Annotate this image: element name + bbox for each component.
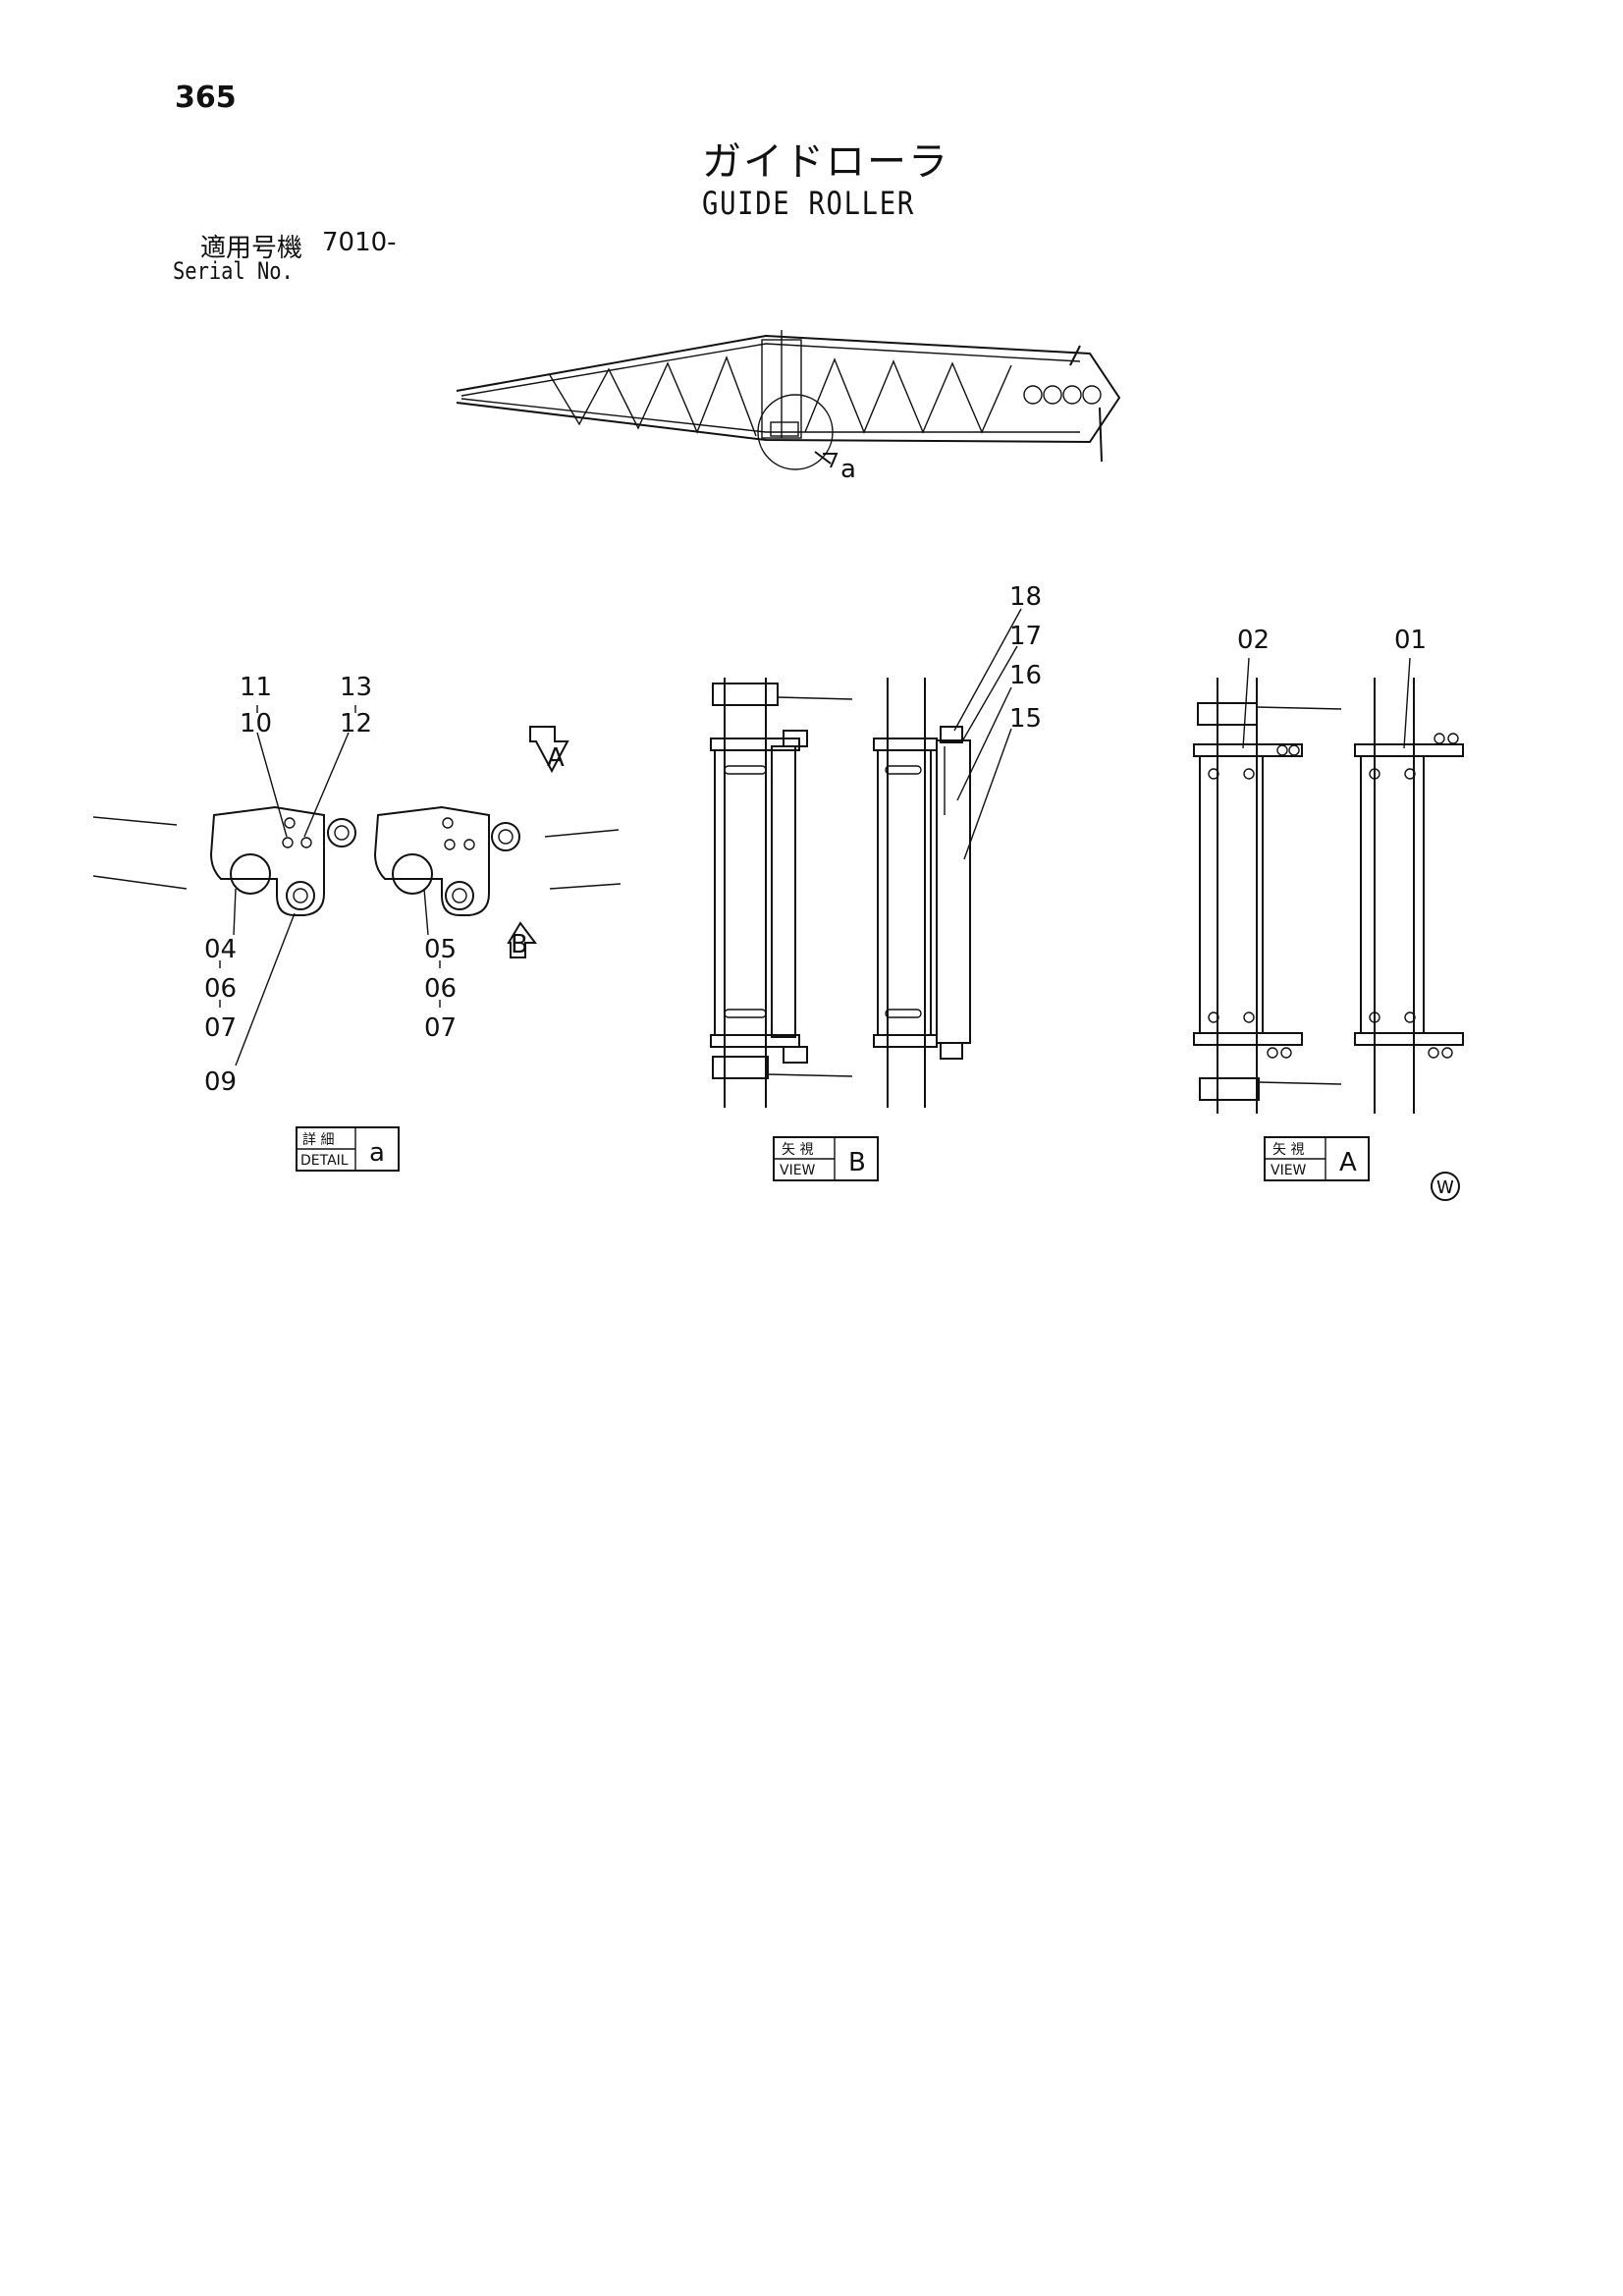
caption-view-b-en: VIEW xyxy=(780,1163,816,1178)
detail-a-drawing xyxy=(92,705,622,1066)
part-label-06-a: 06 xyxy=(204,974,237,1004)
view-a-drawing xyxy=(1193,657,1464,1114)
serial-value: 7010- xyxy=(322,228,397,257)
view-marker-a: A xyxy=(547,743,565,773)
serial-label-jp: 適用号機 xyxy=(200,234,303,263)
part-label-04: 04 xyxy=(204,935,237,964)
page-title-jp: ガイドローラ xyxy=(702,139,949,185)
caption-view-a: 矢 視 VIEW A xyxy=(1264,1136,1370,1181)
view-b-drawing xyxy=(710,608,1022,1108)
page-title-en: GUIDE ROLLER xyxy=(702,185,915,222)
part-label-17: 17 xyxy=(1009,622,1042,651)
part-label-12: 12 xyxy=(340,709,372,738)
caption-detail-a: 詳 細 DETAIL a xyxy=(296,1126,400,1172)
part-label-01: 01 xyxy=(1394,626,1427,655)
view-marker-b: B xyxy=(511,930,528,959)
caption-view-a-jp: 矢 視 xyxy=(1272,1142,1304,1158)
caption-view-a-en: VIEW xyxy=(1271,1163,1307,1178)
part-label-07-b: 07 xyxy=(424,1013,457,1043)
caption-detail-jp: 詳 細 xyxy=(302,1132,334,1148)
corner-mark: W xyxy=(1436,1177,1454,1198)
part-label-16: 16 xyxy=(1009,661,1042,690)
part-label-18: 18 xyxy=(1009,582,1042,612)
part-label-06-b: 06 xyxy=(424,974,457,1004)
page-number: 365 xyxy=(175,81,237,115)
corner-mark-circle xyxy=(1431,1172,1460,1201)
caption-view-b-letter: B xyxy=(848,1148,866,1177)
caption-view-b: 矢 視 VIEW B xyxy=(773,1136,879,1181)
caption-view-a-letter: A xyxy=(1339,1148,1357,1177)
part-label-10: 10 xyxy=(240,709,272,738)
part-label-11: 11 xyxy=(240,673,272,702)
caption-detail-letter: a xyxy=(369,1138,385,1168)
boom-overview xyxy=(456,330,1121,470)
part-label-15: 15 xyxy=(1009,704,1042,734)
serial-label-en: Serial No. xyxy=(173,257,294,285)
part-label-02: 02 xyxy=(1237,626,1270,655)
overview-callout-label: a xyxy=(840,455,856,484)
caption-detail-en: DETAIL xyxy=(300,1153,349,1169)
part-label-13: 13 xyxy=(340,673,372,702)
part-label-05: 05 xyxy=(424,935,457,964)
part-label-09: 09 xyxy=(204,1067,237,1097)
caption-view-b-jp: 矢 視 xyxy=(782,1142,813,1158)
part-label-07-a: 07 xyxy=(204,1013,237,1043)
